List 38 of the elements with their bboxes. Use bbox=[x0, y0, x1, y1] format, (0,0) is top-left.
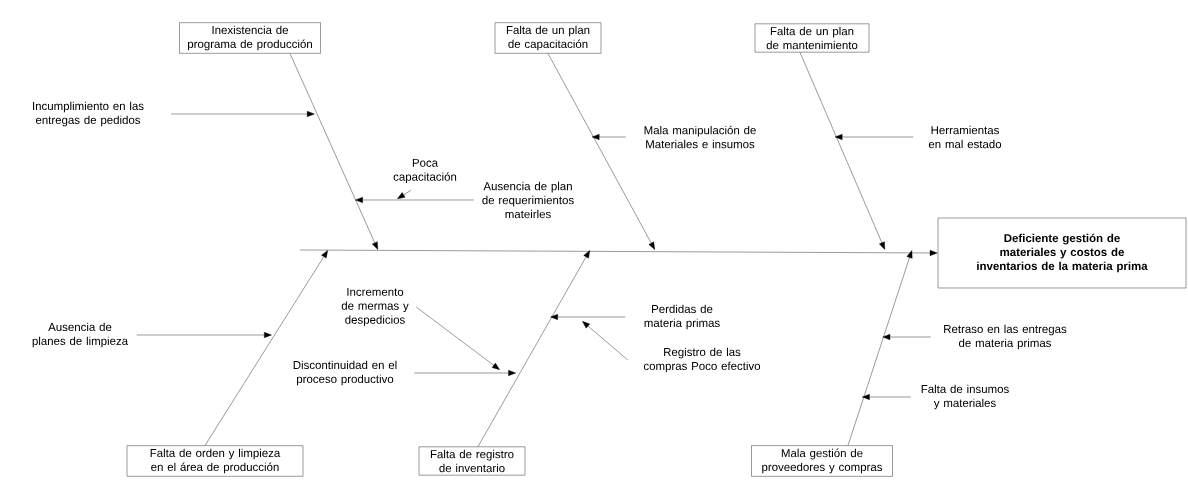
cause-arrow bbox=[414, 370, 516, 376]
cause-arrow bbox=[416, 306, 500, 370]
bone-arrow bbox=[547, 53, 655, 250]
bone-arrow bbox=[204, 250, 328, 446]
effect-box: Deficiente gestión de materiales y costos de inventarios de la materia prima bbox=[937, 217, 1187, 289]
cause-arrow bbox=[171, 111, 315, 117]
bone-arrow bbox=[289, 53, 378, 250]
bone-arrow bbox=[799, 52, 885, 250]
cause-arrow bbox=[397, 190, 412, 199]
bone-arrow bbox=[847, 250, 913, 446]
cause-box: Falta de registro de inventario bbox=[418, 446, 526, 476]
cause-arrow bbox=[582, 321, 628, 361]
cause-label: Discontinuidad en el proceso productivo bbox=[293, 360, 397, 386]
cause-label: Incumplimiento en las entregas de pedidos bbox=[33, 101, 144, 127]
cause-arrow bbox=[862, 394, 911, 400]
cause-label: Ausencia de planes de limpieza bbox=[32, 322, 129, 348]
cause-arrow bbox=[136, 332, 272, 338]
cause-arrow bbox=[834, 134, 914, 140]
cause-arrow bbox=[355, 197, 474, 203]
cause-box: Inexistencia de programa de producción bbox=[179, 22, 321, 54]
cause-label: Registro de las compras Poco efectivo bbox=[643, 347, 761, 373]
cause-label: Poca capacitación bbox=[393, 158, 457, 184]
cause-arrow bbox=[550, 314, 626, 320]
cause-box: Falta de un plan de capacitación bbox=[494, 22, 602, 54]
cause-box: Falta de un plan de mantenimiento bbox=[754, 23, 870, 53]
cause-label: Herramientas en mal estado bbox=[928, 125, 1002, 149]
cause-arrow bbox=[591, 134, 626, 140]
cause-label: Incremento de mermas y despedicios bbox=[341, 287, 409, 327]
cause-label: Perdidas de materia primas bbox=[644, 304, 720, 330]
cause-box: Falta de orden y limpieza en el área de producción bbox=[126, 445, 304, 477]
cause-arrow bbox=[882, 334, 931, 340]
cause-label: Mala manipulación de Materiales e insumos bbox=[644, 125, 756, 149]
spine-arrow bbox=[299, 249, 938, 256]
bone-arrow bbox=[477, 250, 590, 447]
cause-box: Mala gestión de proveedores y compras bbox=[751, 445, 893, 477]
cause-label: Falta de insumos y materiales bbox=[921, 384, 1009, 410]
cause-label: Ausencia de plan de requerimientos mateirles bbox=[482, 181, 574, 219]
cause-label: Retraso en las entregas de materia primas bbox=[944, 324, 1067, 350]
